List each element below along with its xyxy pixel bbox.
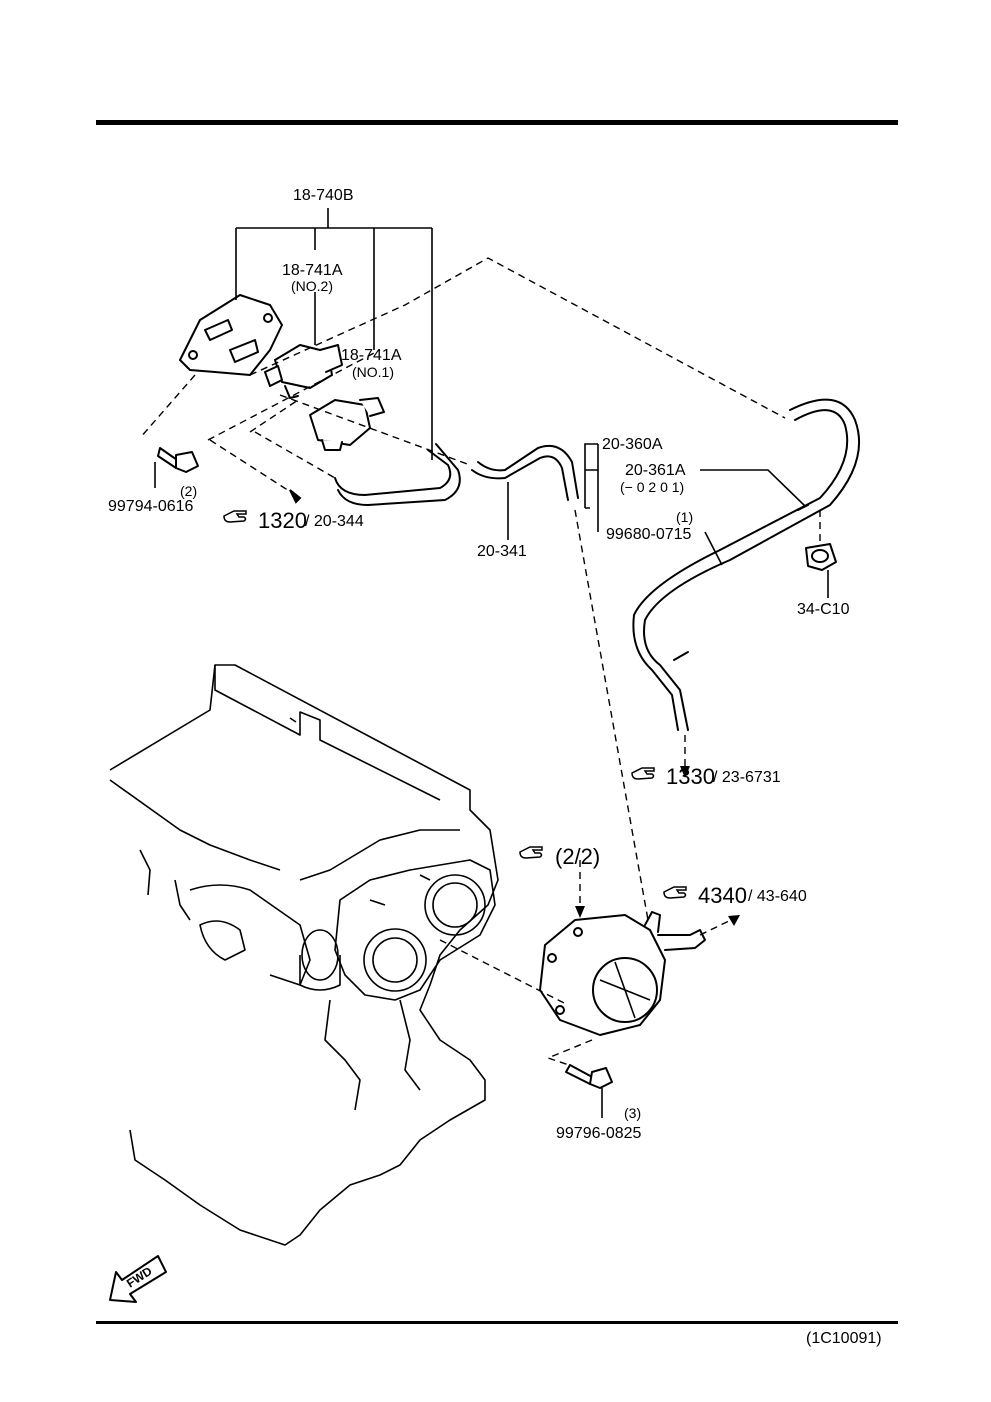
callout-99794-qty: (2) (180, 483, 197, 499)
fwd-arrow-icon: FWD (109, 1255, 167, 1303)
ref-2-2: (2/2) (519, 844, 600, 869)
ref-4340-sub: / 43-640 (748, 888, 807, 905)
hand-pointer-icon (519, 846, 543, 859)
callout-18-741A-no2: 18-741A (282, 262, 343, 279)
callout-34-C10: 34-C10 (797, 601, 850, 618)
solenoid-valve-no1 (309, 397, 385, 451)
ref-1320-main: 1320 (258, 508, 307, 533)
diagram-id: (1C10091) (806, 1330, 882, 1347)
hand-pointer-icon (223, 510, 247, 523)
engine-block (109, 664, 499, 1246)
top-rule (96, 120, 898, 125)
dashed-lines (139, 257, 821, 1067)
vacuum-hose-20-344 (334, 443, 461, 506)
leader-lines (154, 208, 829, 1118)
hand-pointer-icon (663, 886, 687, 899)
bolt-99796-0825 (565, 1064, 613, 1089)
callout-20-341: 20-341 (477, 543, 527, 560)
callout-18-741A-no1: 18-741A (341, 347, 402, 364)
bottom-rule (96, 1321, 898, 1324)
callout-18-741A-no2-sub: (NO.2) (291, 278, 333, 294)
ref-1330: 1330 / 23-6731 (631, 764, 781, 789)
callout-99796-0825: 99796-0825 (556, 1125, 642, 1142)
callout-20-361A-sub: (− 0 2 0 1) (620, 479, 684, 495)
callout-20-360A: 20-360A (602, 436, 663, 453)
vacuum-pump (539, 911, 706, 1036)
hose-clip-34-C10 (805, 543, 837, 571)
ref-1330-sub: / 23-6731 (713, 769, 781, 786)
ref-1320: 1320 / 20-344 (223, 508, 364, 533)
hand-pointer-icon (631, 767, 655, 780)
callout-99680-0715: 99680-0715 (606, 526, 692, 543)
callout-20-361A: 20-361A (625, 462, 686, 479)
callout-18-740B: 18-740B (293, 187, 354, 204)
ref-1330-main: 1330 (666, 764, 715, 789)
callout-18-741A-no1-sub: (NO.1) (352, 364, 394, 380)
bolt-99794-0616 (157, 447, 199, 473)
bracket-plate (179, 294, 283, 376)
callout-99796-qty: (3) (624, 1105, 641, 1121)
vacuum-hose-20-341 (471, 444, 579, 501)
vacuum-hose-20-360A (632, 398, 861, 731)
ref-4340-main: 4340 (698, 883, 747, 908)
callout-99680-qty: (1) (676, 509, 693, 525)
ref-4340: 4340 / 43-640 (663, 883, 807, 908)
ref-1320-sub: / 20-344 (305, 513, 364, 530)
ref-2-2-main: (2/2) (555, 844, 600, 869)
solenoid-valve-no2 (264, 344, 343, 399)
callout-99794-0616: 99794-0616 (108, 498, 194, 515)
